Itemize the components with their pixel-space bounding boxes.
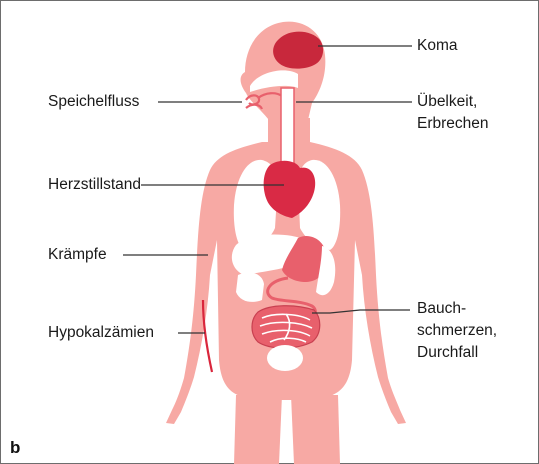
label-speichelfluss: Speichelfluss [48,92,139,112]
label-erbrechen: Erbrechen [417,114,489,134]
label-bauch: Bauch- [417,299,466,319]
ascending-colon [236,272,264,301]
label-herzstillstand: Herzstillstand [48,175,141,195]
bladder [267,345,303,371]
panel-letter: b [10,438,20,458]
small-intestine [252,306,320,348]
label-uebelkeit: Übelkeit, [417,92,477,112]
label-durchfall: Durchfall [417,343,478,363]
nerve-line [203,300,212,372]
label-schmerzen: schmerzen, [417,321,497,341]
label-kraempfe: Krämpfe [48,245,107,265]
label-koma: Koma [417,36,458,56]
label-hypokalzaemien: Hypokalzämien [48,323,154,343]
esophagus [281,88,294,168]
